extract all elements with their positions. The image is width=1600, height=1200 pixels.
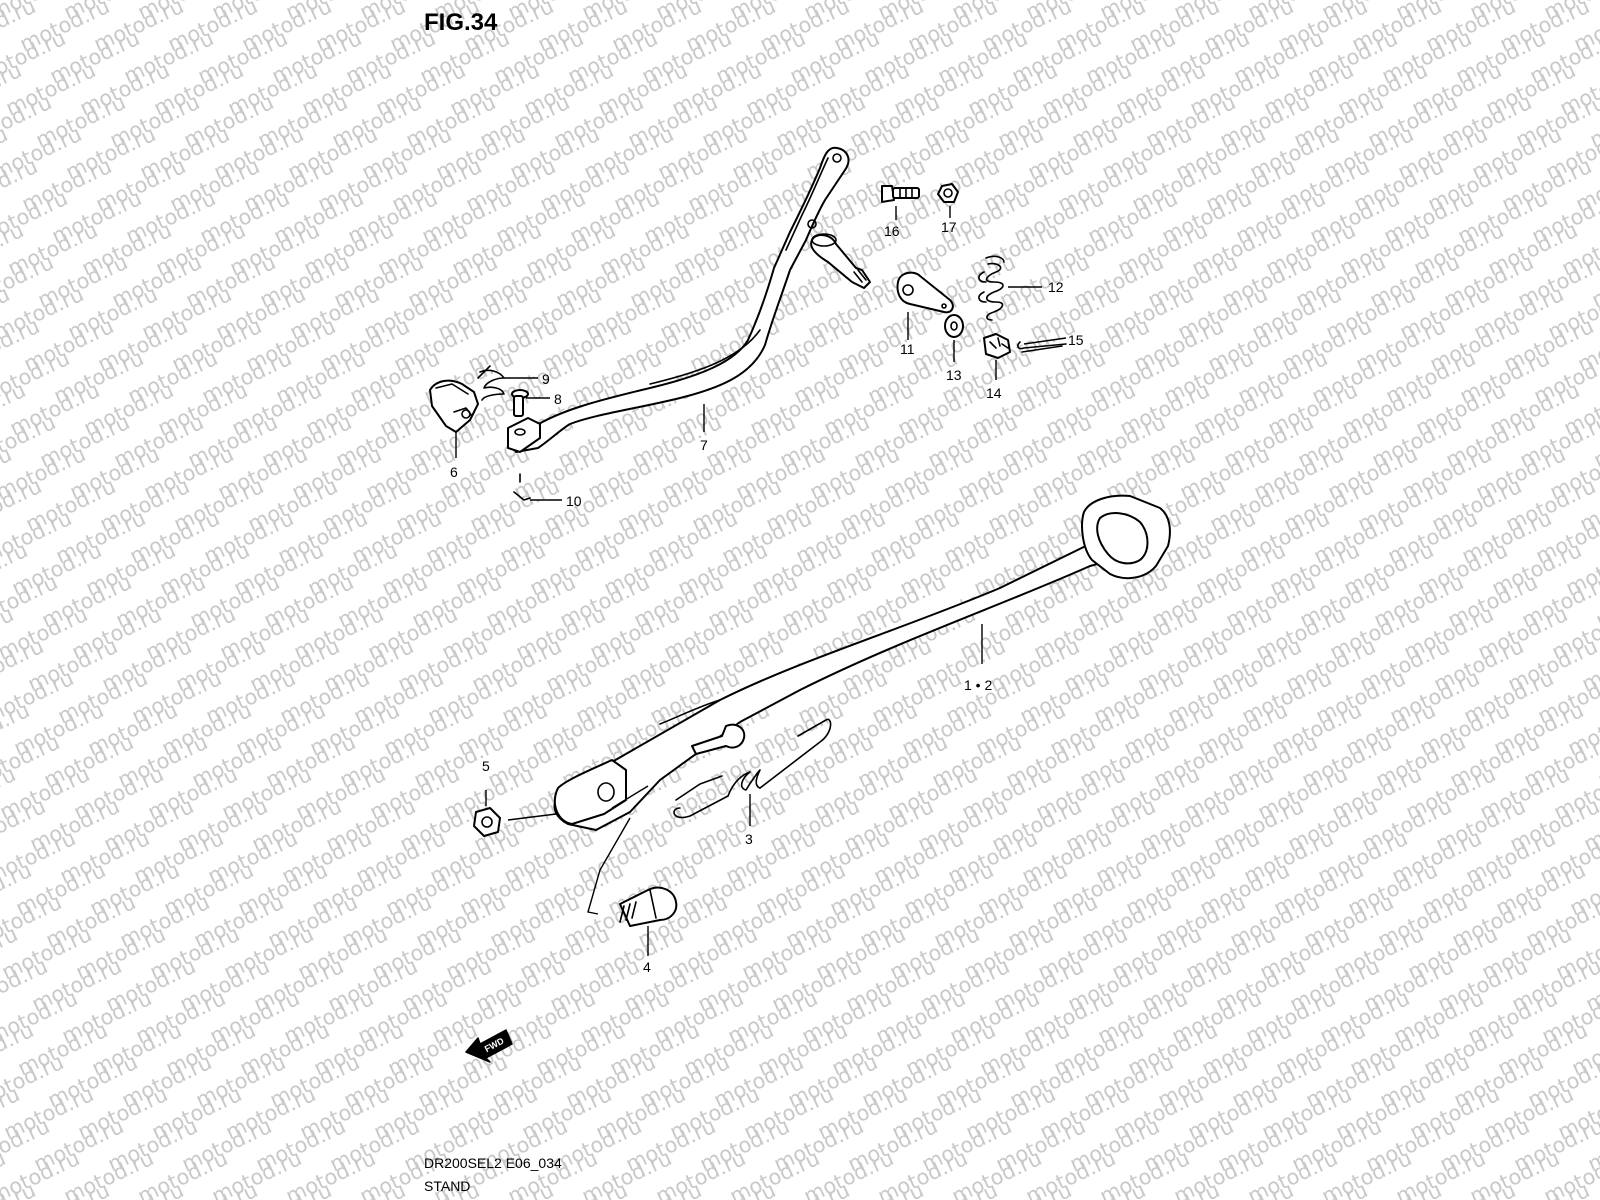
callout-1-2: 1 • 2	[964, 677, 992, 693]
callout-17: 17	[941, 219, 957, 235]
callout-13: 13	[946, 367, 962, 383]
callout-4: 4	[643, 959, 651, 975]
callout-5: 5	[482, 758, 490, 774]
castle-nut-part-14	[983, 333, 1011, 359]
figure-title: FIG.34	[424, 9, 498, 36]
model-code: DR200SEL2 E06_034	[424, 1155, 562, 1171]
callout-6: 6	[450, 464, 458, 480]
callout-8: 8	[554, 391, 562, 407]
nut-part-17	[937, 183, 959, 203]
callout-14: 14	[986, 385, 1002, 401]
callout-7: 7	[700, 437, 708, 453]
callout-12: 12	[1048, 279, 1064, 295]
section-name: STAND	[424, 1178, 470, 1194]
washer-part-13	[944, 314, 964, 338]
callout-15: 15	[1068, 332, 1084, 348]
callout-11: 11	[900, 341, 915, 357]
callout-16: 16	[884, 223, 900, 239]
callout-10: 10	[566, 493, 582, 509]
callout-3: 3	[745, 831, 753, 847]
callout-9: 9	[542, 371, 550, 387]
